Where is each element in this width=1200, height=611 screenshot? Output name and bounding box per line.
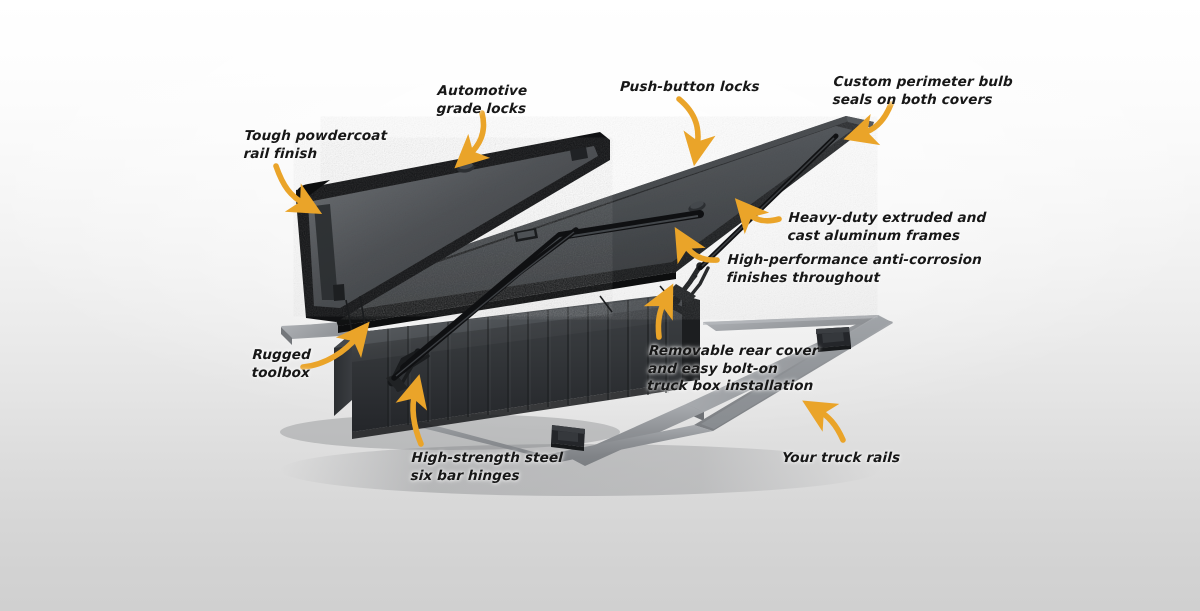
callout-automotive-grade-locks: Automotive grade locks bbox=[436, 83, 528, 117]
callout-tough-powdercoat-rail-finish: Tough powdercoat rail finish bbox=[243, 128, 388, 162]
push-button-lock-rear bbox=[688, 201, 706, 213]
callout-your-truck-rails: Your truck rails bbox=[781, 450, 901, 466]
callout-high-strength-steel-six-bar-hinges: High-strength steel six bar hinges bbox=[410, 450, 564, 484]
toolbox-body bbox=[334, 292, 700, 439]
support-strut-left bbox=[391, 227, 579, 381]
rail-clamp-front bbox=[551, 425, 585, 451]
callout-custom-perimeter-bulb-seals: Custom perimeter bulb seals on both cove… bbox=[832, 74, 1014, 108]
callout-removable-rear-cover-bolt-on: Removable rear cover and easy bolt-on tr… bbox=[646, 343, 819, 395]
callout-push-button-locks: Push-button locks bbox=[619, 79, 761, 95]
six-bar-hinge-right bbox=[668, 262, 710, 320]
main-cover-panel bbox=[326, 116, 874, 333]
callout-rugged-toolbox: Rugged toolbox bbox=[251, 347, 312, 381]
callout-high-performance-anti-corrosion-finishes: High-performance anti-corrosion finishes… bbox=[726, 252, 983, 286]
callout-heavy-duty-extruded-cast-aluminum-frames: Heavy-duty extruded and cast aluminum fr… bbox=[787, 210, 987, 244]
rear-cover-panel bbox=[296, 132, 610, 322]
rail-clamp-rear bbox=[816, 327, 851, 352]
